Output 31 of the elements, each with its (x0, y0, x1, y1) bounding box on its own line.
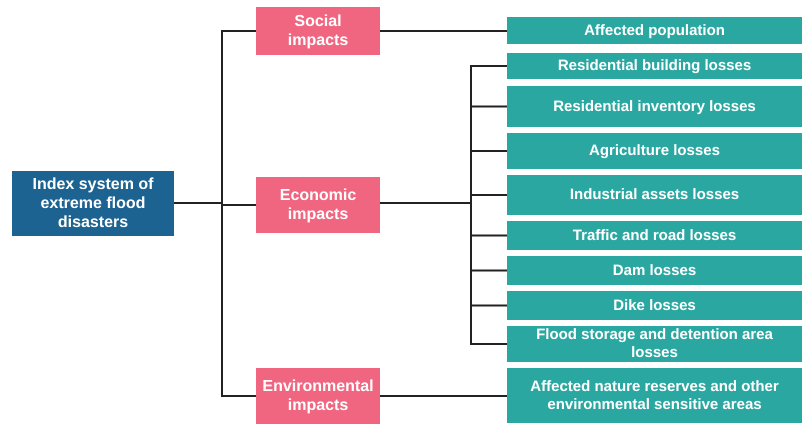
connector-line (380, 30, 507, 32)
node-label: Agriculture losses (589, 142, 720, 160)
node-label: Social impacts (286, 12, 350, 50)
node-label: Residential building losses (558, 57, 752, 75)
node-label: Dam losses (612, 262, 696, 280)
indicator-box (507, 368, 802, 423)
title-box (12, 171, 174, 236)
node-label: Index system of extreme flood disasters (32, 174, 154, 232)
node-label: Dike losses (613, 296, 696, 314)
indicator-box (507, 175, 802, 215)
category-box (256, 7, 380, 55)
node-label: Flood storage and detention area losses (535, 326, 774, 362)
indicator-box (507, 221, 802, 250)
indicator-box (507, 17, 802, 44)
node-label: Industrial assets losses (570, 186, 740, 204)
node-label: Environmental impacts (262, 376, 374, 416)
connector-line (380, 395, 507, 397)
indicator-box (507, 256, 802, 285)
indicator-box (507, 291, 802, 320)
connector-line (380, 202, 507, 345)
indicator-box (507, 53, 802, 79)
category-box (256, 177, 380, 233)
category-box (256, 368, 380, 424)
indicator-box (507, 133, 802, 169)
node-label: Affected nature reserves and other environmental sensitive areas (529, 378, 780, 414)
node-label: Affected population (584, 22, 725, 40)
indicator-box (507, 86, 802, 127)
node-label: Economic impacts (278, 186, 358, 224)
node-label: Traffic and road losses (572, 226, 736, 244)
indicator-box (507, 326, 802, 362)
node-label: Residential inventory losses (553, 98, 756, 116)
